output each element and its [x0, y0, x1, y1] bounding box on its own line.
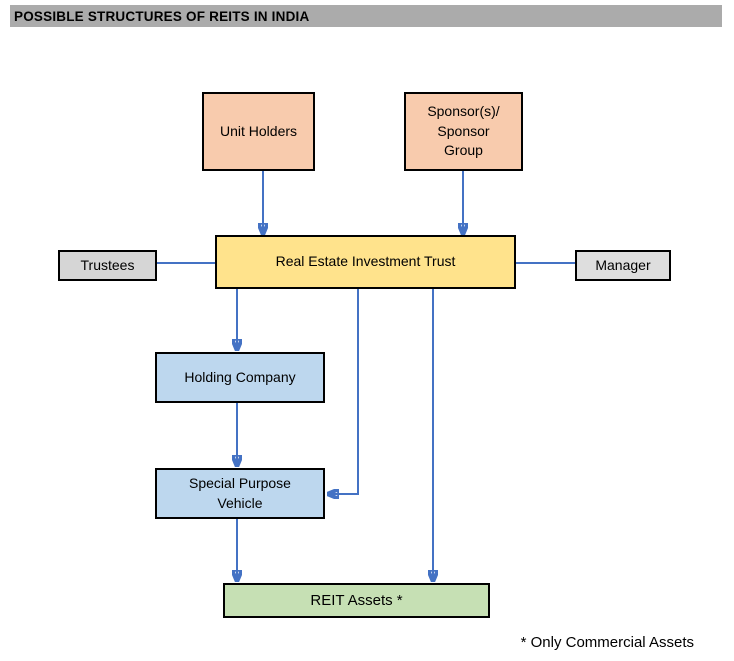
diagram-title-bar: POSSIBLE STRUCTURES OF REITS IN INDIA [10, 5, 722, 27]
node-sponsor-label-line3: Group [444, 142, 483, 159]
node-reit: Real Estate Investment Trust [215, 235, 516, 289]
node-manager-label: Manager [595, 256, 651, 273]
node-sponsor-group: Sponsor(s)/ Sponsor Group [404, 92, 523, 171]
node-spv-label-line1: Special Purpose [189, 474, 291, 491]
node-sponsor-label-line1: Sponsor(s)/ [427, 103, 500, 120]
node-holding-company: Holding Company [155, 352, 325, 403]
node-trustees-label: Trustees [80, 256, 135, 273]
node-reit-assets-label: REIT Assets * [310, 592, 403, 609]
node-holding-company-label: Holding Company [184, 368, 296, 385]
node-manager: Manager [575, 250, 671, 281]
node-unit-holders-label: Unit Holders [219, 122, 298, 139]
node-special-purpose-vehicle: Special Purpose Vehicle [155, 468, 325, 519]
node-unit-holders: Unit Holders [202, 92, 315, 171]
node-spv-label-line2: Vehicle [217, 494, 263, 511]
diagram-title: POSSIBLE STRUCTURES OF REITS IN INDIA [14, 8, 310, 24]
node-trustees: Trustees [58, 250, 157, 281]
node-reit-label: Real Estate Investment Trust [275, 253, 456, 270]
edge-reit-to-spv-elbow-arrow [328, 289, 359, 494]
node-sponsor-label-line2: Sponsor [437, 122, 490, 139]
footnote-only-commercial-assets: * Only Commercial Assets [520, 634, 694, 651]
node-reit-assets: REIT Assets * [223, 583, 490, 618]
